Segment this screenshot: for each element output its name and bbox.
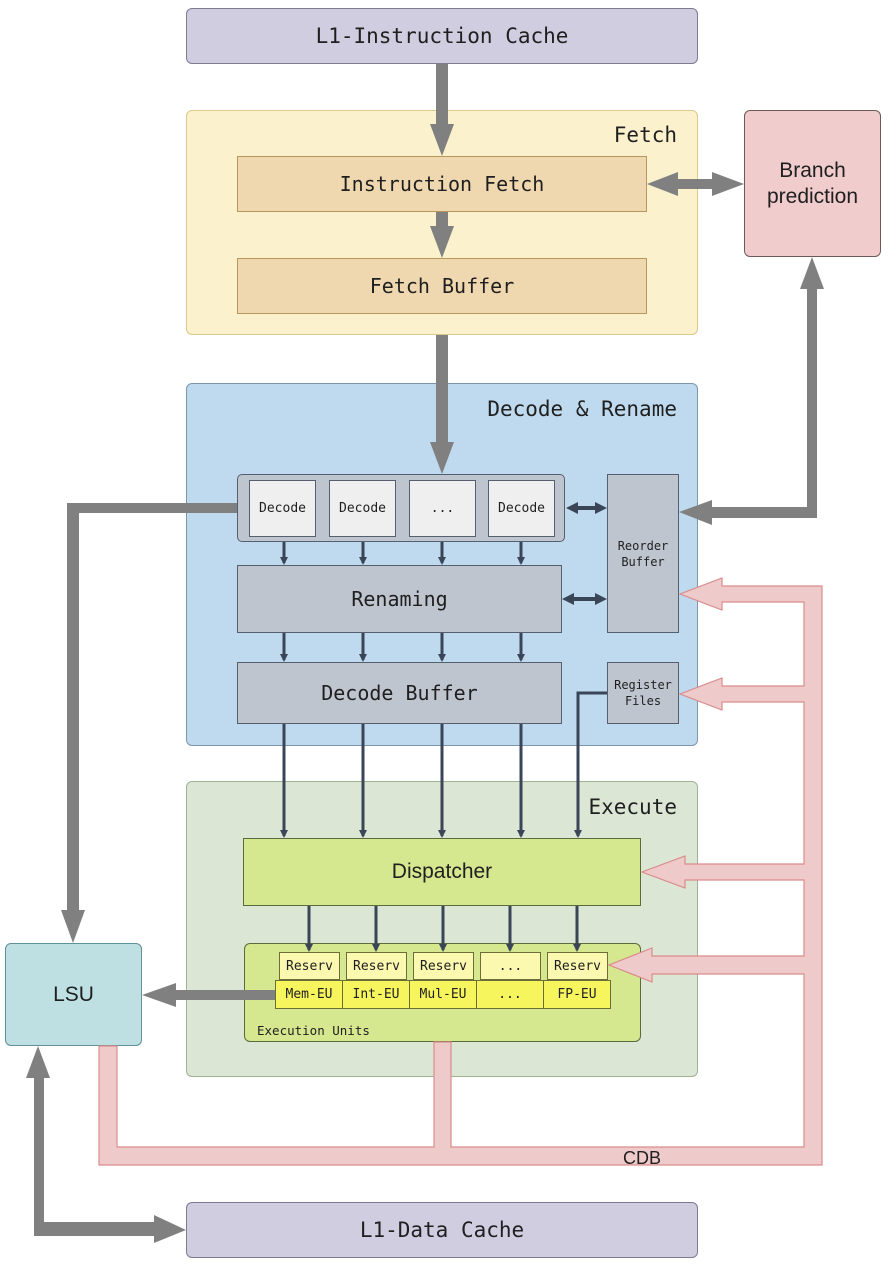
decoder-0: Decode (249, 480, 316, 537)
dispatcher-box: Dispatcher (243, 838, 641, 906)
reservation-station-4-label: Reserv (554, 958, 601, 974)
register-files-box: Register Files (607, 662, 679, 724)
branch-prediction-line1: Branch (779, 158, 846, 182)
reservation-station-4: Reserv (547, 952, 608, 980)
execute-stage-title: Execute (588, 795, 677, 819)
execution-unit-0: Mem-EU (275, 980, 343, 1009)
register-files-line2: Files (624, 694, 662, 708)
decoder-2: ... (409, 480, 476, 537)
execution-unit-3: ... (476, 980, 544, 1009)
l1-data-cache-label: L1-Data Cache (359, 1218, 525, 1242)
reservation-station-0-label: Reserv (286, 958, 333, 974)
lsu-label: LSU (53, 982, 94, 1006)
decoder-3: Decode (488, 480, 555, 537)
fetch-stage-title: Fetch (613, 123, 677, 147)
execution-unit-2-label: Mul-EU (419, 987, 467, 1002)
renaming-label: Renaming (351, 587, 448, 611)
reservation-station-2: Reserv (413, 952, 474, 980)
arrow-rob-to-branch (679, 257, 824, 525)
execution-unit-2: Mul-EU (409, 980, 477, 1009)
reservation-station-3-label: ... (498, 958, 523, 974)
reorder-buffer-line1: Reorder (617, 538, 669, 553)
reservation-station-0: Reserv (279, 952, 340, 980)
l1-instruction-cache-label: L1-Instruction Cache (315, 24, 569, 48)
reservation-station-3: ... (480, 952, 541, 980)
execution-unit-4: FP-EU (543, 980, 611, 1009)
decoder-0-label: Decode (259, 501, 306, 516)
decoder-1: Decode (329, 480, 396, 537)
execution-unit-3-label: ... (498, 987, 522, 1002)
decoder-2-label: ... (430, 501, 455, 516)
l1-data-cache: L1-Data Cache (186, 1202, 698, 1258)
branch-prediction-line2: prediction (766, 184, 859, 208)
cdb-label: CDB (623, 1148, 661, 1168)
fetch-buffer-box: Fetch Buffer (237, 258, 647, 314)
execution-unit-1-label: Int-EU (352, 987, 400, 1002)
arrow-lsu-l1d (26, 1046, 186, 1243)
execution-unit-0-label: Mem-EU (285, 987, 333, 1002)
reorder-buffer-box: Reorder Buffer (607, 474, 679, 633)
decode-buffer-box: Decode Buffer (237, 662, 562, 724)
execution-units-label: Execution Units (257, 1023, 370, 1038)
decode-rename-stage-title: Decode & Rename (487, 397, 677, 421)
reservation-station-1-label: Reserv (353, 958, 400, 974)
dispatcher-label: Dispatcher (391, 860, 493, 883)
decoder-3-label: Decode (498, 501, 545, 516)
branch-prediction-box: Branch prediction (744, 110, 881, 257)
decoder-1-label: Decode (339, 501, 386, 516)
instruction-fetch-box: Instruction Fetch (237, 156, 647, 212)
fetch-buffer-label: Fetch Buffer (369, 274, 515, 298)
reservation-station-1: Reserv (346, 952, 407, 980)
decode-buffer-label: Decode Buffer (321, 681, 478, 705)
execution-unit-4-label: FP-EU (557, 987, 597, 1002)
register-files-line1: Register (614, 678, 672, 692)
lsu-box: LSU (5, 943, 142, 1046)
reservation-station-2-label: Reserv (420, 958, 467, 974)
renaming-box: Renaming (237, 565, 562, 633)
instruction-fetch-label: Instruction Fetch (339, 172, 545, 196)
execution-unit-1: Int-EU (342, 980, 410, 1009)
reorder-buffer-line2: Buffer (621, 554, 665, 569)
l1-instruction-cache: L1-Instruction Cache (186, 8, 698, 64)
